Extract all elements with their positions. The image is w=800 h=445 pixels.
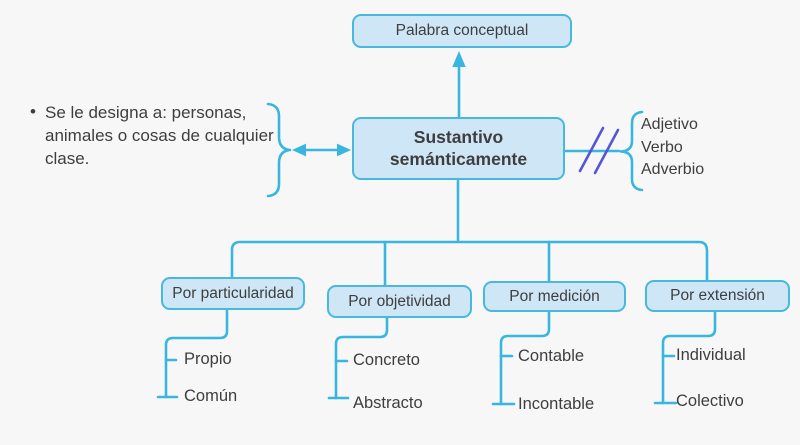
bullet-icon: • (30, 102, 36, 121)
leaf-label: Abstracto (353, 394, 423, 412)
leaf-label: Propio (184, 350, 232, 368)
leaf-label: Individual (676, 346, 746, 364)
category-label: Por medición (509, 287, 600, 305)
excluded-item: Verbo (641, 139, 683, 156)
leaf-label: Incontable (518, 395, 595, 413)
leaf-label: Contable (518, 347, 585, 365)
category-label: Por objetividad (348, 292, 451, 310)
rail-line (230, 240, 709, 282)
category-box-objetividad: Por objetividad (327, 285, 472, 318)
definition-note: • Se le designa a: personas, animales o … (30, 101, 282, 170)
category-box-extension: Por extensión (645, 280, 790, 312)
right-brace-icon (619, 110, 644, 192)
leaf-label: Colectivo (676, 392, 744, 410)
excluded-item: Adjetivo (641, 116, 698, 133)
leaf-label: Común (184, 387, 238, 405)
double-arrow-left-head-icon (292, 143, 306, 157)
category-box-medicion: Por medición (483, 281, 626, 312)
leaf-label: Concreto (353, 351, 420, 369)
category-box-particularidad: Por particularidad (161, 277, 305, 310)
category-label: Por extensión (670, 287, 765, 304)
top-node-label: Palabra conceptual (395, 22, 529, 39)
excluded-item: Adverbio (641, 161, 705, 178)
up-arrow-head-icon (452, 51, 466, 67)
center-node-sustantivo: Sustantivo semánticamente (352, 117, 565, 180)
center-node-label: Sustantivo semánticamente (389, 126, 528, 169)
strike-slash-icon (593, 128, 620, 175)
category-label: Por particularidad (172, 284, 294, 302)
top-node-palabra-conceptual: Palabra conceptual (352, 14, 572, 48)
double-arrow-right-head-icon (337, 143, 351, 157)
strike-slash-icon (578, 126, 605, 173)
definition-text: Se le designa a: personas, animales o co… (45, 103, 274, 168)
